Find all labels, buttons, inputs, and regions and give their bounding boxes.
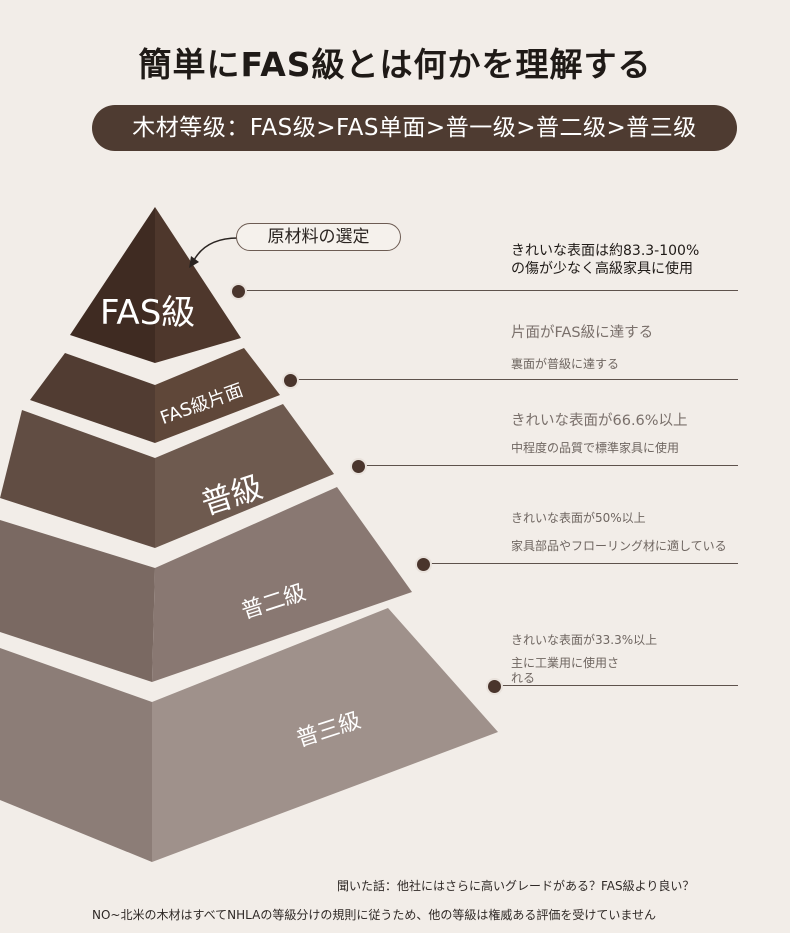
tier-5-front-face <box>152 608 498 862</box>
tier-1-dot <box>230 283 247 300</box>
tier-1-desc-line1: きれいな表面は約83.3-100% <box>511 243 700 259</box>
tier-1-desc-line2: の傷が少なく高級家具に使用 <box>511 261 693 277</box>
raw-material-callout: 原材料の選定 <box>236 223 401 251</box>
tier-5-desc-line1: きれいな表面が33.3%以上 <box>511 633 658 647</box>
tier-1-connector-line <box>240 290 738 291</box>
tier-2-front-face <box>155 348 280 443</box>
tier-4-desc-line2: 家具部品やフローリング材に適している <box>511 539 727 553</box>
tier-4-dot <box>415 556 432 573</box>
tier-4-front-face <box>152 487 412 682</box>
tier-5-left-face <box>0 648 152 862</box>
page-title: 簡単にFAS級とは何かを理解する <box>138 45 652 84</box>
callout-arrow <box>192 237 239 263</box>
tier-3-desc-line2: 中程度の品質で標準家具に使用 <box>511 441 680 455</box>
footer-answer: NO~北米の木材はすべてNHLAの等級分けの規則に従うため、他の等級は権威ある評… <box>92 908 656 922</box>
tier-1-front-face <box>155 207 241 363</box>
tier-2-desc-line1: 片面がFAS級に達する <box>511 325 654 341</box>
tier-3-dot <box>350 458 367 475</box>
tier-3-front-face <box>155 404 334 548</box>
tier-4-desc-line1: きれいな表面が50%以上 <box>511 511 646 525</box>
tier-2-desc-line2: 裏面が普級に達する <box>511 357 620 371</box>
tier-5-desc-line2: 主に工業用に使用さ <box>511 656 620 670</box>
grade-order-banner: 木材等级：FAS级>FAS单面>普一级>普二级>普三级 <box>92 105 737 151</box>
tier-3-desc-line1: きれいな表面が66.6%以上 <box>511 413 688 429</box>
tier-2-connector-line <box>292 379 738 380</box>
tier-1-label: FAS級 <box>100 293 196 333</box>
tier-1-left-face <box>70 207 155 363</box>
footer-question: 聞いた話：他社にはさらに高いグレードがある？FAS級より良い？ <box>337 879 695 893</box>
tier-5-desc-line3: れる <box>511 671 536 685</box>
tier-5-dot <box>486 678 503 695</box>
tier-2-dot <box>282 372 299 389</box>
tier-5-connector-line <box>496 685 738 686</box>
tier-3-left-face <box>0 410 155 548</box>
tier-3-connector-line <box>360 465 738 466</box>
tier-4-left-face <box>0 520 155 682</box>
tier-4-connector-line <box>425 563 738 564</box>
callout-arrowhead <box>189 256 199 268</box>
tier-2-left-face <box>30 353 155 443</box>
